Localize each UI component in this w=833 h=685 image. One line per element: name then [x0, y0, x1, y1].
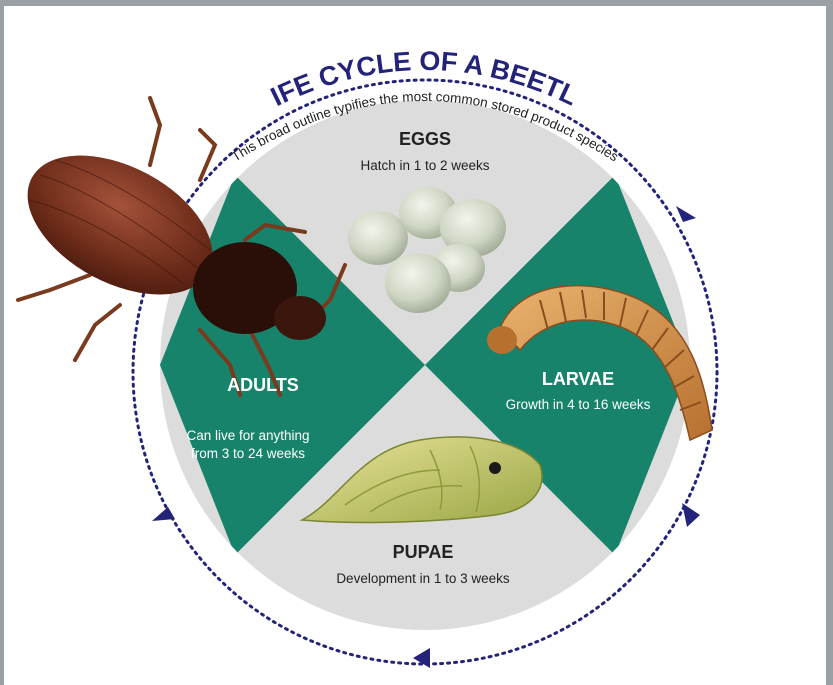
eggs-description: Hatch in 1 to 2 weeks [360, 158, 489, 173]
adults-description-line1: Can live for anything [186, 428, 309, 443]
pupae-description: Development in 1 to 3 weeks [336, 571, 510, 586]
larvae-description: Growth in 4 to 16 weeks [506, 397, 651, 412]
adults-title: ADULTS [227, 375, 299, 395]
eggs-title: EGGS [399, 129, 451, 149]
pupae-title: PUPAE [393, 542, 454, 562]
adults-description-line2: from 3 to 24 weeks [191, 446, 305, 461]
larvae-title: LARVAE [542, 369, 614, 389]
